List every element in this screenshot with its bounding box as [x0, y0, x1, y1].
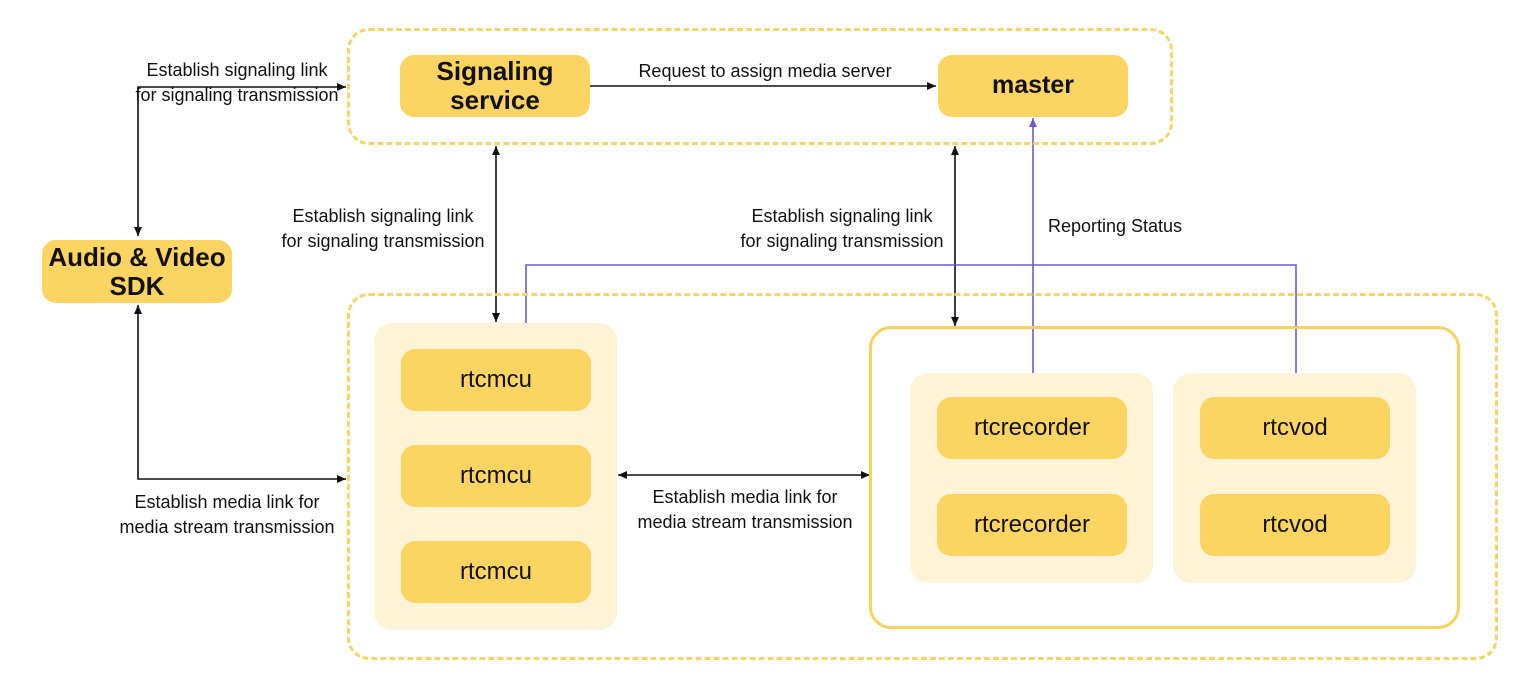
rtcmcu-node: rtcmcu — [401, 541, 591, 603]
rtcmcu-label: rtcmcu — [460, 461, 532, 489]
recorder-signaling-label: Establish signaling link for signaling t… — [731, 204, 953, 254]
rtcvod-label: rtcvod — [1262, 510, 1328, 538]
rtcmcu-node: rtcmcu — [401, 349, 591, 411]
sdk-media-connector — [134, 305, 346, 483]
request-assign-label: Request to assign media server — [610, 59, 920, 84]
reporting-status-label-text: Reporting Status — [1047, 216, 1183, 236]
recorder-signaling-label-line: Establish signaling link — [751, 206, 933, 226]
signaling-service-label: Signaling service — [436, 56, 554, 115]
sdk-signaling-connector — [134, 83, 346, 236]
mcu-signaling-label-line: Establish signaling link — [292, 206, 474, 226]
rtcrecorder-node: rtcrecorder — [937, 494, 1127, 556]
sdk-media-label-line: media stream transmission — [119, 517, 335, 537]
sdk-signaling-label: Establish signaling link for signaling t… — [126, 58, 348, 108]
rtcvod-node: rtcvod — [1200, 397, 1390, 459]
sdk-signaling-label-line: for signaling transmission — [135, 85, 339, 105]
mcu-signaling-label: Establish signaling link for signaling t… — [272, 204, 494, 254]
rtcrecorder-node: rtcrecorder — [937, 397, 1127, 459]
sdk-signaling-label-line: Establish signaling link — [146, 60, 328, 80]
media-group — [347, 293, 1498, 660]
rtcvod-label: rtcvod — [1262, 413, 1328, 441]
rtcmcu-label: rtcmcu — [460, 365, 532, 393]
recorder-signaling-label-line: for signaling transmission — [740, 231, 944, 251]
reporting-status-label: Reporting Status — [1040, 214, 1190, 239]
mcu-signaling-label-line: for signaling transmission — [281, 231, 485, 251]
rtcrecorder-label: rtcrecorder — [973, 510, 1091, 538]
master-node: master — [938, 55, 1128, 117]
mcu-media-label-line: Establish media link for — [652, 487, 838, 507]
sdk-media-label: Establish media link for media stream tr… — [112, 490, 342, 540]
rtcmcu-node: rtcmcu — [401, 445, 591, 507]
sdk-media-label-line: Establish media link for — [134, 492, 320, 512]
signaling-group — [347, 28, 1173, 145]
av-sdk-node: Audio & Video SDK — [42, 240, 232, 303]
rtcrecorder-label: rtcrecorder — [973, 413, 1091, 441]
rtcmcu-label: rtcmcu — [460, 557, 532, 585]
master-label: master — [992, 71, 1074, 100]
storage-outline — [869, 326, 1460, 629]
av-sdk-label: Audio & Video SDK — [48, 241, 226, 301]
request-assign-label-text: Request to assign media server — [638, 61, 892, 81]
mcu-media-label-line: media stream transmission — [637, 512, 853, 532]
mcu-media-label: Establish media link for media stream tr… — [630, 485, 860, 535]
signaling-service-node: Signaling service — [400, 55, 590, 117]
rtcvod-node: rtcvod — [1200, 494, 1390, 556]
